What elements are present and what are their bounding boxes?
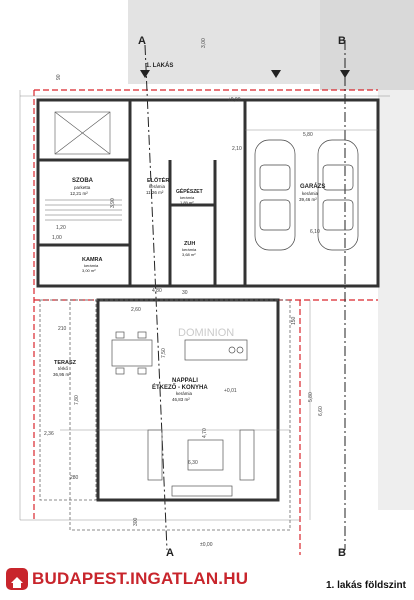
svg-text:TERASZ: TERASZ xyxy=(54,360,77,366)
level-bottom: ±0,00 xyxy=(200,542,213,548)
svg-text:NAPPALI: NAPPALI xyxy=(172,378,198,384)
svg-text:GÉPÉSZET: GÉPÉSZET xyxy=(176,187,203,195)
svg-text:kerámia: kerámia xyxy=(182,247,197,252)
stair-hatch xyxy=(45,199,122,221)
svg-text:210: 210 xyxy=(58,326,67,332)
section-lines xyxy=(144,40,346,551)
svg-text:4,80: 4,80 xyxy=(152,288,162,294)
brand-name: BUDAPEST.INGATLAN.HU xyxy=(32,569,249,588)
svg-text:39,46 m²: 39,46 m² xyxy=(299,197,317,202)
section-a-bottom: A xyxy=(166,547,174,559)
room-szoba: SZOBA parketta 12,21 m² xyxy=(70,178,94,196)
svg-text:parketta: parketta xyxy=(74,185,91,190)
room-eloter: ELŐTÉR kerámia 11,26 m² xyxy=(146,176,169,195)
svg-text:kerámia: kerámia xyxy=(84,263,99,268)
svg-text:5,80: 5,80 xyxy=(308,392,314,402)
terrace-outline xyxy=(39,299,291,531)
svg-text:kerámia: kerámia xyxy=(302,191,319,196)
svg-text:6,60: 6,60 xyxy=(318,406,324,416)
svg-text:ELŐTÉR: ELŐTÉR xyxy=(147,176,169,184)
svg-text:KAMRA: KAMRA xyxy=(82,257,102,263)
footer: BUDAPEST.INGATLAN.HU 1. lakás földszint xyxy=(0,560,414,600)
svg-text:2,10: 2,10 xyxy=(232,146,242,152)
svg-text:36,95 m²: 36,95 m² xyxy=(53,372,71,377)
svg-text:6,10: 6,10 xyxy=(310,229,320,235)
svg-text:1,89 m²: 1,89 m² xyxy=(180,200,194,205)
svg-text:kerámia: kerámia xyxy=(149,184,166,189)
svg-text:11,26 m²: 11,26 m² xyxy=(146,190,164,195)
svg-text:kerámia: kerámia xyxy=(176,391,193,396)
svg-text:4,70: 4,70 xyxy=(202,428,208,438)
svg-text:1,20: 1,20 xyxy=(56,225,66,231)
level-plus: +0,01 xyxy=(224,388,237,394)
section-a-top: A xyxy=(138,35,146,47)
svg-text:ÉTKEZŐ - KONYHA: ÉTKEZŐ - KONYHA xyxy=(152,383,208,391)
svg-text:3,00 m²: 3,00 m² xyxy=(82,268,96,273)
room-terasz: TERASZ térkő 36,95 m² xyxy=(53,360,77,377)
floor-plan: A B A B 1. LAKÁS xyxy=(19,0,414,559)
dimension-texts: 3,00 5,80 6,10 4,80 4,70 6,30 7,80 2,60 … xyxy=(44,38,324,526)
svg-text:90: 90 xyxy=(56,74,62,80)
svg-text:térkő: térkő xyxy=(58,366,69,371)
svg-text:7,50: 7,50 xyxy=(161,348,167,358)
plan-caption: 1. lakás földszint xyxy=(325,580,406,591)
svg-text:3,00: 3,00 xyxy=(201,38,207,48)
svg-text:7,80: 7,80 xyxy=(74,395,80,405)
house-icon xyxy=(6,568,28,590)
room-gepeszet: GÉPÉSZET kerámia 1,89 m² xyxy=(176,187,203,205)
brand-logo[interactable]: BUDAPEST.INGATLAN.HU xyxy=(6,566,248,592)
svg-text:6,30: 6,30 xyxy=(188,460,198,466)
room-nappali: NAPPALI ÉTKEZŐ - KONYHA kerámia 46,83 m² xyxy=(152,378,208,402)
dining-table xyxy=(111,331,153,375)
section-b-top: B xyxy=(338,35,346,47)
road-strip-right xyxy=(378,90,414,510)
car-left xyxy=(254,139,296,251)
svg-text:GARÁZS: GARÁZS xyxy=(300,183,325,190)
kitchen-counter xyxy=(184,339,248,361)
svg-text:150: 150 xyxy=(291,316,297,325)
svg-text:46,83 m²: 46,83 m² xyxy=(172,397,190,402)
watermark: DOMINION xyxy=(178,327,234,339)
svg-text:12,21 m²: 12,21 m² xyxy=(70,191,88,196)
svg-text:kerámia: kerámia xyxy=(180,195,195,200)
svg-text:2,60: 2,60 xyxy=(131,307,141,313)
section-b-bottom: B xyxy=(338,547,346,559)
level-main: ±0,00 xyxy=(228,97,241,103)
svg-text:3,68 m²: 3,68 m² xyxy=(182,252,196,257)
dimension-lines xyxy=(19,90,390,521)
room-kamra: KAMRA kerámia 3,00 m² xyxy=(82,257,102,273)
room-zuh: ZUH kerámia 3,68 m² xyxy=(182,241,197,257)
svg-text:30: 30 xyxy=(182,290,188,296)
svg-text:2,36: 2,36 xyxy=(44,431,54,437)
section-markers xyxy=(140,70,350,78)
unit-label: 1. LAKÁS xyxy=(146,62,173,69)
svg-text:SZOBA: SZOBA xyxy=(72,178,94,184)
bed xyxy=(54,111,111,155)
svg-text:3,90: 3,90 xyxy=(110,198,116,208)
neighbour-plot-right xyxy=(320,0,414,90)
car-right xyxy=(317,139,359,251)
svg-text:5,80: 5,80 xyxy=(303,132,313,138)
svg-text:280: 280 xyxy=(70,475,79,481)
svg-text:1,00: 1,00 xyxy=(52,235,62,241)
svg-text:300: 300 xyxy=(133,517,139,526)
svg-text:ZUH: ZUH xyxy=(184,241,195,247)
walls-upper xyxy=(36,98,380,288)
room-garazs: GARÁZS kerámia 39,46 m² xyxy=(299,183,325,202)
